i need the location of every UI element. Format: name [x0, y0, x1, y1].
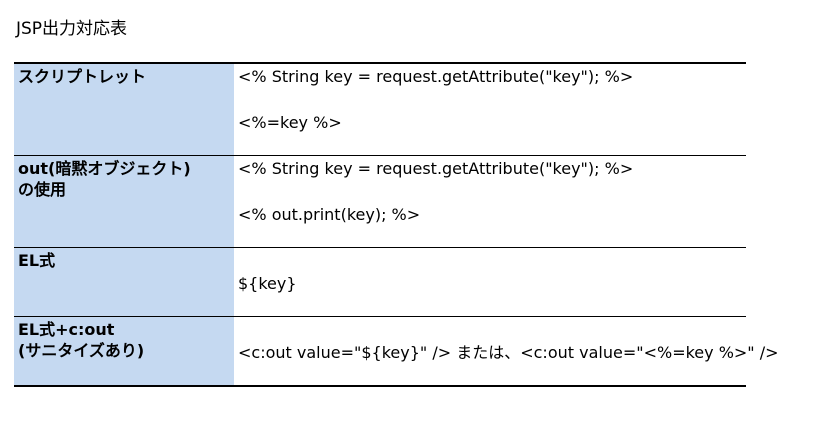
table-row-out-object: out(暗黙オブジェクト) の使用 <% String key = reques… [14, 156, 746, 248]
table-row-el-cout: EL式+c:out (サニタイズあり) <c:out value="${key}… [14, 317, 779, 387]
code-cell: <c:out value="${key}" /> または、<c:out valu… [234, 317, 779, 385]
method-cell: EL式+c:out (サニタイズあり) [14, 317, 234, 385]
method-label: (サニタイズあり) [18, 341, 145, 360]
method-label: out(暗黙オブジェクト) [18, 159, 191, 178]
table-row-el: EL式 ${key} [14, 248, 746, 317]
method-label: の使用 [18, 180, 67, 199]
method-label: EL式 [18, 251, 56, 270]
code-line: <% String key = request.getAttribute("ke… [238, 159, 634, 178]
code-cell: ${key} [234, 248, 746, 316]
table-row-scriptlet: スクリプトレット <% String key = request.getAttr… [14, 64, 746, 156]
page-title: JSP出力対応表 [16, 19, 128, 39]
code-cell: <% String key = request.getAttribute("ke… [234, 156, 746, 247]
code-line: <c:out value="${key}" /> または、<c:out valu… [238, 343, 779, 362]
code-cell: <% String key = request.getAttribute("ke… [234, 64, 746, 155]
method-label: EL式+c:out [18, 320, 115, 339]
code-line: <% String key = request.getAttribute("ke… [238, 67, 634, 86]
jsp-output-table: スクリプトレット <% String key = request.getAttr… [14, 62, 779, 387]
method-label: スクリプトレット [18, 67, 147, 86]
code-line: <% out.print(key); %> [238, 205, 421, 224]
method-cell: スクリプトレット [14, 64, 234, 155]
method-cell: out(暗黙オブジェクト) の使用 [14, 156, 234, 247]
code-line: ${key} [238, 274, 297, 293]
method-cell: EL式 [14, 248, 234, 316]
code-line: <%=key %> [238, 113, 342, 132]
